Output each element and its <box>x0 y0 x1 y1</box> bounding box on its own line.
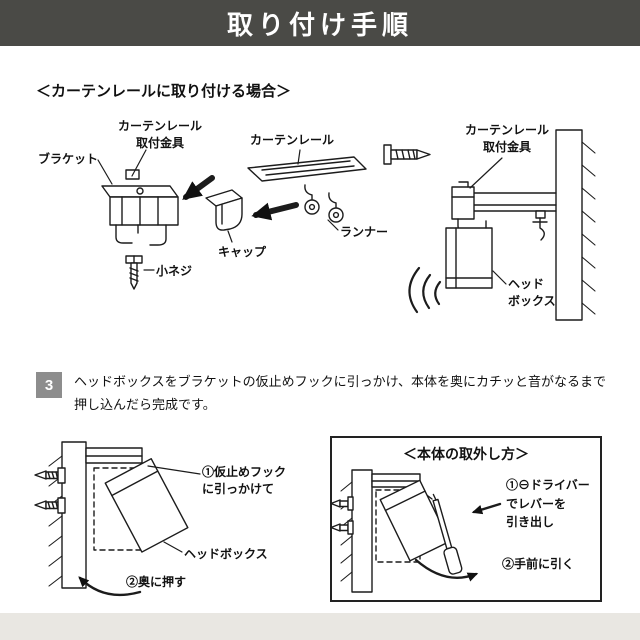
page-title: 取り付け手順 <box>226 9 413 40</box>
screws-drawing-attach <box>34 467 66 514</box>
runner-drawing-right <box>532 210 548 241</box>
leader-curtain-rail <box>297 149 301 165</box>
sound-waves-icon <box>408 266 442 314</box>
leader-bracket <box>97 159 113 185</box>
bracket-drawing-attach <box>85 447 143 478</box>
page-header: 取り付け手順 <box>0 0 640 46</box>
label-small-screw: 小ネジ <box>156 264 193 278</box>
leader-headbox-attach <box>163 541 183 553</box>
assembly-arrow-icon <box>182 175 215 200</box>
wall-drawing-attach <box>48 441 87 589</box>
label-fitting-right: カーテンレール 取付金具 <box>464 123 549 155</box>
assembly-arrow-icon <box>251 202 299 221</box>
leader-cap <box>227 230 233 243</box>
rail-side-drawing <box>469 192 557 212</box>
label-cap: キャップ <box>218 245 267 259</box>
step-number-badge: 3 <box>36 372 62 398</box>
label-headbox-attach: ヘッドボックス <box>184 547 268 561</box>
label-runner: ランナー <box>340 225 389 239</box>
removal-box-title: ＜本体の取外し方＞ <box>403 446 529 462</box>
small-screw-drawing <box>125 255 143 290</box>
leader-runner <box>327 219 339 231</box>
section-heading-rail: ＜カーテンレールに取り付ける場合＞ <box>36 83 292 100</box>
leader-fitting-left <box>131 149 147 177</box>
screw-drawing-right <box>383 144 431 165</box>
leader-fitting-right <box>469 157 503 189</box>
headbox-drawing-right <box>445 220 493 289</box>
wall-drawing-right <box>555 129 596 321</box>
label-hook-attach: ①仮止めフック に引っかけて <box>202 465 287 497</box>
label-push-attach: ②奥に押す <box>126 575 187 589</box>
footer-strip <box>0 613 640 640</box>
label-headbox-right: ヘッド ボックス <box>508 277 556 309</box>
headbox-drawing-attach <box>93 458 189 553</box>
removal-instructions-box <box>330 436 602 602</box>
fitting-drawing-right <box>451 181 475 232</box>
label-fitting-left: カーテンレール 取付金具 <box>117 119 202 151</box>
step-instruction-text: ヘッドボックスをブラケットの仮止めフックに引っかけ、本体を奥にカチッと音がなるま… <box>74 374 606 412</box>
label-curtain-rail: カーテンレール <box>250 133 335 147</box>
label-bracket: ブラケット <box>38 152 99 166</box>
leader-headbox-right <box>492 270 507 285</box>
cap-drawing <box>205 189 243 231</box>
bracket-assembly-drawing <box>101 169 179 246</box>
leader-hook-attach <box>147 465 201 475</box>
label-removal-step2: ②手前に引く <box>502 557 575 571</box>
label-removal-step1: ①⊖ドライバー でレバーを 引き出し <box>506 478 590 530</box>
curtain-rail-drawing <box>247 156 367 182</box>
runner-drawing <box>304 184 344 223</box>
